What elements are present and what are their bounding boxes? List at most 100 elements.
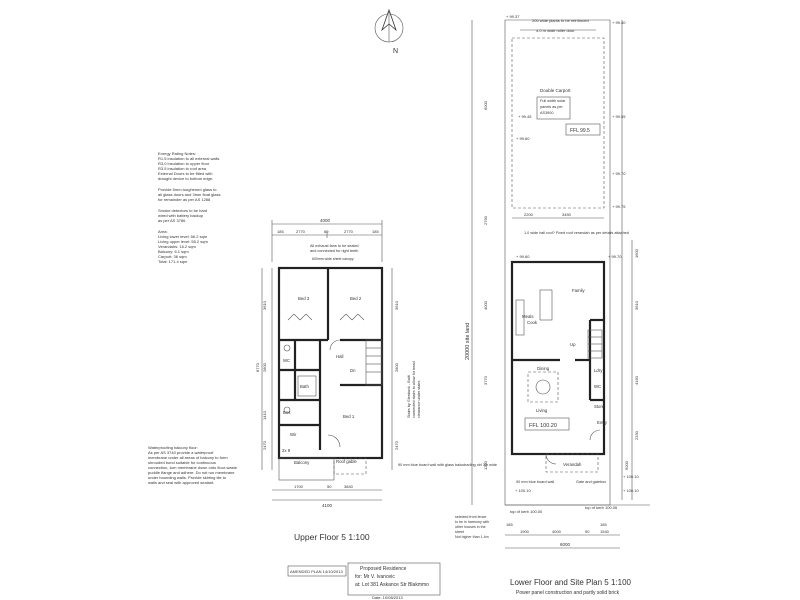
svg-text:Living lower level: 56.2 sqm: Living lower level: 56.2 sqm xyxy=(158,234,208,239)
svg-text:6000: 6000 xyxy=(560,542,571,547)
svg-text:walls and seal with approved s: walls and seal with approved sealant. xyxy=(148,480,214,485)
svg-text:Gate and gatebox: Gate and gatebox xyxy=(576,480,606,484)
title-block: AMENDED PLAN 14/10/2013 Proposed Residen… xyxy=(287,562,441,600)
svg-text:selected front fence: selected front fence xyxy=(455,515,486,519)
lower-floor-subtitle: Power panel construction and partly soli… xyxy=(516,590,620,596)
svg-text:connected stairs to allow for: connected stairs to allow for head xyxy=(412,361,416,418)
svg-text:Waterproofing balcony floor:: Waterproofing balcony floor: xyxy=(148,445,198,450)
room-ldry: Ldry xyxy=(594,368,603,373)
svg-text:3610: 3610 xyxy=(262,300,267,310)
svg-text:+ 99.60: + 99.60 xyxy=(516,254,530,259)
svg-text:3610: 3610 xyxy=(634,300,639,310)
svg-text:R3.0 insulation to upper floor: R3.0 insulation to upper floor xyxy=(158,161,210,166)
svg-text:200 wide plants to be reinforc: 200 wide plants to be reinforced xyxy=(532,18,589,23)
svg-text:other houses in the: other houses in the xyxy=(455,525,486,529)
room-roof: Roof gable xyxy=(336,459,357,464)
svg-text:Living upper level: 55.2 sqm: Living upper level: 55.2 sqm xyxy=(158,239,208,244)
lower-floor-site-plan: 200 wide plants to be reinforced 4.0 m w… xyxy=(455,14,650,549)
svg-text:clearance under stairs: clearance under stairs xyxy=(417,381,421,418)
upper-floor-title: Upper Floor 5 1:100 xyxy=(294,532,370,542)
ffl-upper: FFL 99.5 xyxy=(570,128,590,134)
svg-text:+ 99.45: + 99.45 xyxy=(518,114,532,119)
waterproof-notes: Waterproofing balcony floor: As per AS 3… xyxy=(148,445,238,485)
svg-text:R3.5 insulation to roof area: R3.5 insulation to roof area xyxy=(158,166,207,171)
svg-text:AS3900: AS3900 xyxy=(540,111,554,115)
svg-text:puddle flange and adhere. Do n: puddle flange and adhere. Do not run mem… xyxy=(148,470,235,475)
room-bath: Bath xyxy=(300,384,309,389)
svg-text:External Doors to be fitted wi: External Doors to be fitted with xyxy=(158,171,212,176)
svg-text:600mm wide sheet canopy: 600mm wide sheet canopy xyxy=(312,257,354,261)
room-store: Store xyxy=(594,404,605,409)
svg-text:all glass doors and 3mm float: all glass doors and 3mm float glass xyxy=(158,192,220,197)
svg-text:1600: 1600 xyxy=(634,248,639,258)
svg-text:Balcony: 6.1 sqm: Balcony: 6.1 sqm xyxy=(158,249,189,254)
carport-label: Double Carport xyxy=(540,88,571,93)
svg-text:Energy Rating Notes:: Energy Rating Notes: xyxy=(158,151,196,156)
svg-text:+ 99.70: + 99.70 xyxy=(612,171,626,176)
room-hall: Hall xyxy=(336,354,343,359)
svg-text:wired with battery backup: wired with battery backup xyxy=(158,213,204,218)
svg-text:As per AS 3740 provide a water: As per AS 3740 provide a waterproof xyxy=(148,450,214,455)
svg-text:8770: 8770 xyxy=(255,362,260,372)
svg-text:top of kerb 100.06: top of kerb 100.06 xyxy=(585,505,618,510)
svg-text:1700: 1700 xyxy=(294,484,304,489)
svg-text:5000: 5000 xyxy=(624,460,629,470)
svg-text:Proposed Residence: Proposed Residence xyxy=(360,566,407,572)
room-living: Living xyxy=(536,408,548,413)
room-bed3: Bed 3 xyxy=(298,296,310,301)
room-ens: Ens xyxy=(283,410,290,415)
room-entry: Entry xyxy=(597,420,608,425)
svg-text:2800: 2800 xyxy=(394,362,399,372)
svg-text:street: street xyxy=(455,530,464,534)
svg-text:All exhaust fans to be sealed: All exhaust fans to be sealed xyxy=(310,244,359,248)
room-cook: Cook xyxy=(527,320,538,325)
svg-text:to be in harmony with: to be in harmony with xyxy=(455,520,489,524)
svg-text:3840: 3840 xyxy=(344,484,354,489)
svg-text:Provide 5mm toughened glass to: Provide 5mm toughened glass to xyxy=(158,187,217,192)
svg-text:3770: 3770 xyxy=(483,375,488,385)
svg-text:Smoke detectors to be hard: Smoke detectors to be hard xyxy=(158,208,207,213)
svg-text:+ 99.37: + 99.37 xyxy=(506,14,520,19)
lower-floor-title: Lower Floor and Site Plan 5 1:100 xyxy=(510,578,632,587)
svg-text:connection, turn membrane down: connection, turn membrane down onto floo… xyxy=(148,465,238,470)
svg-text:3610: 3610 xyxy=(394,300,399,310)
svg-text:60: 60 xyxy=(324,229,329,234)
svg-text:90 mm blue board wall with gla: 90 mm blue board wall with glass balustr… xyxy=(398,463,497,467)
svg-text:185: 185 xyxy=(372,229,379,234)
svg-text:under bounding walls. Provide: under bounding walls. Provide skirting t… xyxy=(148,475,227,480)
svg-text:1540: 1540 xyxy=(600,529,610,534)
svg-text:185: 185 xyxy=(506,522,513,527)
svg-text:2200: 2200 xyxy=(524,212,534,217)
svg-text:+ 100.10: + 100.10 xyxy=(623,488,639,493)
svg-text:2770: 2770 xyxy=(344,229,354,234)
svg-text:as per AS 3786: as per AS 3786 xyxy=(158,218,186,223)
svg-text:3450: 3450 xyxy=(562,212,572,217)
svg-text:4000: 4000 xyxy=(483,300,488,310)
room-family: Family xyxy=(572,288,586,293)
svg-text:185: 185 xyxy=(600,522,607,527)
svg-text:2800: 2800 xyxy=(262,362,267,372)
svg-text:Verandahs: 16.2 sqm: Verandahs: 16.2 sqm xyxy=(158,244,196,249)
svg-text:4160: 4160 xyxy=(634,375,639,385)
svg-text:membrane under all areas of ba: membrane under all areas of balcony to f… xyxy=(148,455,228,460)
svg-text:shrouded bund suitable for con: shrouded bund suitable for continuous xyxy=(148,460,216,465)
room-dining: Dining xyxy=(537,366,550,371)
room-meals: Meals xyxy=(522,314,533,319)
north-arrow-icon xyxy=(374,8,404,43)
energy-notes: Energy Rating Notes: R1.5 insulation to … xyxy=(158,151,220,264)
svg-text:for remainder as per AS 1288: for remainder as per AS 1288 xyxy=(158,197,211,202)
svg-text:50: 50 xyxy=(327,484,332,489)
svg-text:4000: 4000 xyxy=(552,529,562,534)
svg-text:6000: 6000 xyxy=(483,100,488,110)
svg-text:panels as per: panels as per xyxy=(540,105,564,109)
svg-text:185: 185 xyxy=(277,229,284,234)
svg-text:Date: 10/08/2013: Date: 10/08/2013 xyxy=(372,595,403,600)
svg-text:+ 99.40: + 99.40 xyxy=(612,20,626,25)
svg-text:for: Mr V. Ivanovic: for: Mr V. Ivanovic xyxy=(355,574,395,580)
svg-text:90 mm blue board wall: 90 mm blue board wall xyxy=(516,480,554,484)
svg-text:at: Lot 381 Askance Str Blakmm: at: Lot 381 Askance Str Blakmmo xyxy=(355,582,429,588)
svg-text:Full width solar: Full width solar xyxy=(540,99,566,103)
svg-text:R1.5 insulation to all externa: R1.5 insulation to all external walls xyxy=(158,156,219,161)
svg-text:+ 99.60: + 99.60 xyxy=(516,136,530,141)
